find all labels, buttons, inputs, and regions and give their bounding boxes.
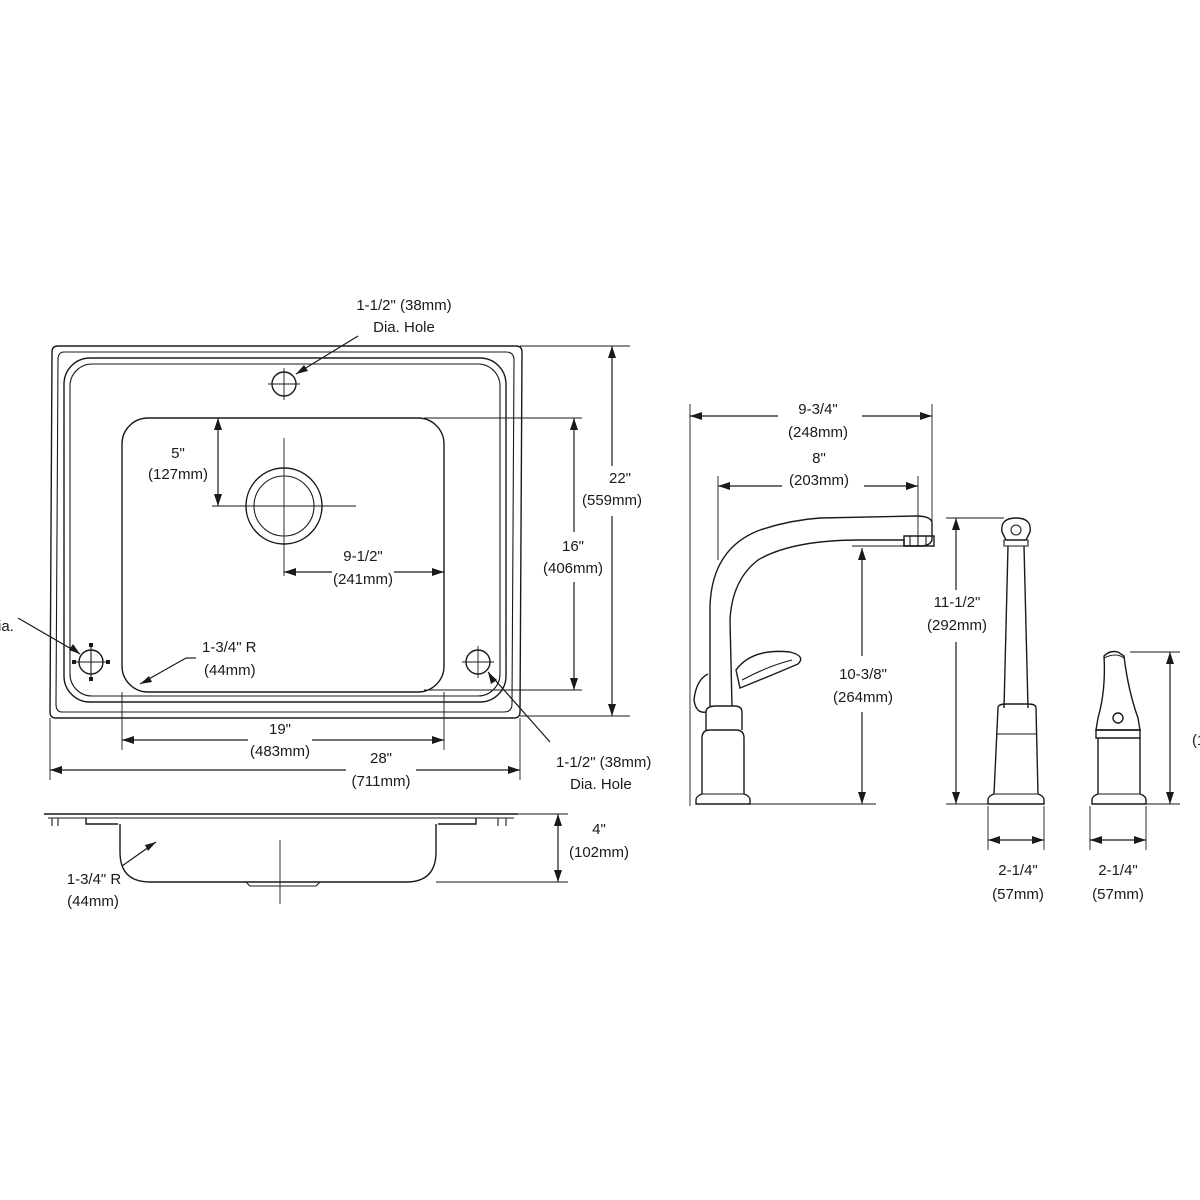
dim-length-metric: (711mm): [352, 773, 411, 790]
left-hole-label-partial: ia.: [0, 618, 14, 635]
leader-corner-radius-plan: 1-3/4" R (44mm): [139, 639, 257, 685]
sink-plan-view: [49, 345, 630, 780]
sink-deck-inner: [69, 363, 501, 697]
dim-handle-height: (1: [1166, 652, 1200, 804]
leader-left-hole: ia.: [0, 617, 81, 655]
dim-length-imperial: 28": [370, 750, 392, 767]
dim-bowl-width-imperial: 16": [562, 538, 584, 555]
dim-reach-metric: (248mm): [788, 424, 848, 441]
section-bowl-profile: [119, 824, 437, 883]
dim-spout-reach-imperial: 8": [812, 450, 826, 467]
faucet-extension-lines: [689, 404, 933, 806]
faucet-lever: [735, 650, 802, 689]
dim-sink-depth: 4" (102mm): [554, 814, 629, 882]
dim-reach-imperial: 9-3/4": [798, 401, 838, 418]
top-faucet-hole: [268, 368, 300, 400]
dim-handle-base-diameter: 2-1/4" (57mm): [1090, 836, 1146, 903]
section-radius-imperial: 1-3/4" R: [67, 871, 122, 888]
faucet-front-view: [946, 517, 1045, 850]
sink-section-view: [44, 813, 568, 904]
dim-drain-offset-x: 9-1/2" (241mm): [284, 548, 444, 588]
dim-bowl-length-imperial: 19": [269, 721, 291, 738]
dim-faucet-overall-height: 11-1/2" (292mm): [927, 518, 987, 804]
dim-bowl-width-metric: (406mm): [543, 560, 603, 577]
leader-right-hole: 1-1/2" (38mm) Dia. Hole: [487, 671, 651, 793]
sink-bowl: [121, 417, 445, 693]
leader-top-hole: 1-1/2" (38mm) Dia. Hole: [295, 297, 452, 375]
dim-handle-base-imperial: 2-1/4": [1098, 862, 1138, 879]
dim-spout-height-metric: (264mm): [833, 689, 893, 706]
dim-faucet-spout-height: 10-3/8" (264mm): [833, 548, 893, 804]
corner-radius-imperial: 1-3/4" R: [202, 639, 257, 656]
dim-depth-metric: (102mm): [569, 844, 629, 861]
dim-height-imperial: 11-1/2": [934, 594, 981, 611]
dim-sink-width: 22" (559mm): [582, 346, 642, 716]
dim-sink-length: 28" (711mm): [50, 750, 520, 790]
dim-drain-offset-y: 5" (127mm): [148, 418, 222, 506]
faucet-side-view: [693, 515, 935, 805]
corner-radius-metric: (44mm): [204, 662, 256, 679]
dim-faucet-base-imperial: 2-1/4": [998, 862, 1038, 879]
dim-spout-reach-metric: (203mm): [789, 472, 849, 489]
dim-handle-base-metric: (57mm): [1092, 886, 1144, 903]
left-mounting-hole: [72, 643, 110, 681]
right-hole-label: Dia. Hole: [570, 776, 632, 793]
top-hole-label: Dia. Hole: [373, 319, 435, 336]
drain-outlet: [212, 438, 356, 576]
dim-faucet-base-diameter: 2-1/4" (57mm): [988, 836, 1044, 903]
dim-bowl-length: 19" (483mm): [122, 721, 444, 760]
dim-faucet-spout-reach: 8" (203mm): [718, 450, 918, 490]
dim-drain-y-imperial: 5": [171, 445, 185, 462]
side-handle-view: [1089, 650, 1180, 850]
right-accessory-hole: [462, 646, 494, 678]
dim-bowl-length-metric: (483mm): [250, 743, 310, 760]
dim-faucet-overall-reach: 9-3/4" (248mm): [690, 401, 932, 441]
sink-inner-rim: [55, 351, 515, 713]
dim-height-metric: (292mm): [927, 617, 987, 634]
sink-deck: [63, 357, 507, 703]
faucet-base: [695, 729, 751, 805]
dim-width-metric: (559mm): [582, 492, 642, 509]
sink-outer-rim: [49, 345, 523, 719]
dim-drain-x-imperial: 9-1/2": [343, 548, 383, 565]
dim-depth-imperial: 4": [592, 821, 606, 838]
dim-drain-y-metric: (127mm): [148, 466, 208, 483]
dim-drain-x-metric: (241mm): [333, 571, 393, 588]
dim-spout-height-imperial: 10-3/8": [839, 666, 887, 683]
leader-corner-radius-section: 1-3/4" R (44mm): [67, 841, 157, 910]
faucet-spout: [709, 515, 933, 707]
top-hole-size: 1-1/2" (38mm): [356, 297, 451, 314]
dim-faucet-base-metric: (57mm): [992, 886, 1044, 903]
dim-handle-height-partial: (1: [1192, 732, 1200, 749]
dim-bowl-width: 16" (406mm): [543, 418, 603, 690]
section-radius-metric: (44mm): [67, 893, 119, 910]
dim-width-imperial: 22": [609, 470, 631, 487]
right-hole-size: 1-1/2" (38mm): [556, 754, 651, 771]
